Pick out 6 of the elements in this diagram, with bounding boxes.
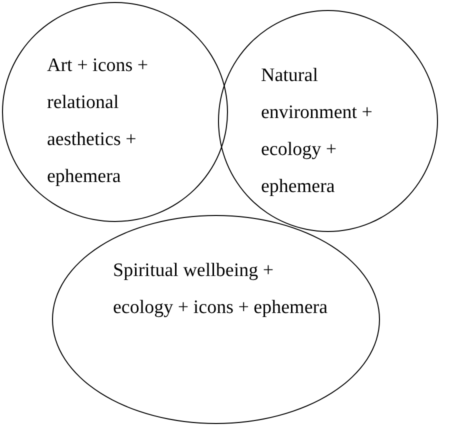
circle-label: Art + icons + relational aesthetics + ephemera [47, 54, 150, 189]
venn-circle [218, 10, 438, 232]
circle-label: Natural environment + ecology + ephemera [261, 64, 374, 199]
venn-circle [52, 215, 380, 424]
venn-circle [2, 2, 228, 222]
circle-label: Spiritual wellbeing + ecology + icons + ephemera [113, 259, 328, 320]
